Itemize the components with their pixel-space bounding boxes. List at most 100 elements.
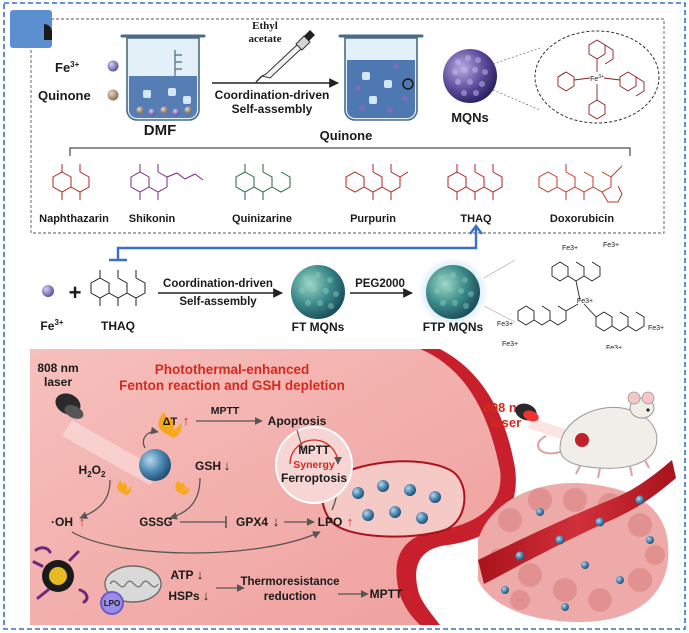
structure-doxorubicin <box>538 164 623 203</box>
vessel-wall-outer <box>396 349 516 625</box>
ftp-fe-tags: Fe3+ Fe3+ Fe3+ Fe3+ Fe3+ Fe3+ Fe3+ <box>497 242 664 352</box>
mitochondria-icon <box>104 565 162 603</box>
fe-tag: Fe3+ <box>648 325 664 332</box>
quinone-bracket <box>69 147 631 156</box>
tissue-region <box>30 349 501 625</box>
gsh-down-arrow: ↓ <box>224 458 231 473</box>
product-label: MQNs <box>451 110 489 125</box>
center-nanoparticle-icon <box>139 449 171 481</box>
laser-right-line2: laser <box>491 415 521 430</box>
laser-left-line1: 808 nm <box>37 361 78 375</box>
outer-frame <box>3 2 686 630</box>
zoom-line-2 <box>492 89 541 111</box>
h2o2-label: H2O2 <box>79 463 106 479</box>
mptt-up-label: MPTT <box>370 587 403 601</box>
quinone-name: Doxorubicin <box>550 213 614 225</box>
pipette-icon <box>255 30 315 83</box>
synergy-label: Synergy <box>293 459 335 471</box>
quinone-name: Quinizarine <box>232 213 292 225</box>
gpx4-down-arrow: ↓ <box>273 514 280 529</box>
quinone-name: Purpurin <box>350 213 396 225</box>
arrow-peg-label: PEG2000 <box>355 278 405 290</box>
apoptosis-label: Apoptosis <box>268 414 327 428</box>
zoom-ellipse <box>534 30 660 124</box>
solvent-label: DMF <box>144 122 177 139</box>
corner-badge-notch <box>44 24 52 40</box>
pipette-label-line2: acetate <box>249 33 282 45</box>
gsh-label: GSH <box>195 459 221 473</box>
arrow-oh-to-lpo <box>71 531 321 554</box>
hsps-label: HSPs <box>168 589 200 603</box>
structure-shikonin <box>130 164 204 200</box>
lpo-up-arrow: ↑ <box>347 514 354 529</box>
thermo-label-line1: Thermoresistance <box>240 576 339 588</box>
structure-thaq <box>447 164 503 200</box>
mqn-texture <box>452 55 488 96</box>
quinone-name: Shikonin <box>129 213 176 225</box>
structure-purpurin <box>345 164 409 200</box>
thaq-connector-line <box>116 228 478 260</box>
lpo-badge: LPO <box>100 591 124 615</box>
ft-mqn-label: FT MQNs <box>292 320 345 334</box>
synergy-cycle-icon <box>289 439 342 465</box>
reagent-fe: Fe3+ <box>55 60 119 75</box>
fire-icon-small-left <box>117 480 132 495</box>
quinone-name: THAQ <box>460 213 492 225</box>
arrow-label-mid-line2: Self-assembly <box>179 296 257 308</box>
mptt-up-arrow: ↑ <box>405 586 412 601</box>
fire-icon <box>158 412 182 438</box>
ft-mqn-nanoparticle-icon <box>291 265 345 319</box>
svg-text:Fe3+: Fe3+ <box>55 60 80 75</box>
gssg-label: GSSG <box>139 517 172 529</box>
fe-dot-icon <box>42 285 54 297</box>
ft-mqn-texture <box>299 272 339 309</box>
delta-t-label: ΔT <box>163 416 178 428</box>
arrow-gsh-to-gssg <box>169 477 201 520</box>
ftp-mqn-nanoparticle-icon <box>426 265 480 319</box>
arrow-apoptosis-to-synergy <box>296 429 305 451</box>
arrow-h2o2-to-oh <box>79 479 111 520</box>
mptt-label-top: MPTT <box>211 405 240 417</box>
arrow-label-mid-line1: Coordination-driven <box>163 278 273 290</box>
fe-tag: Fe3+ <box>502 341 518 348</box>
beaker-product-icon <box>338 34 424 121</box>
fe-tag: Fe3+ <box>577 298 593 305</box>
vessel-lumen <box>321 460 466 538</box>
atp-down-arrow: ↓ <box>197 567 204 582</box>
quinone-names: Naphthazarin Shikonin Quinizarine Purpur… <box>39 213 614 225</box>
zoom-line-1 <box>492 47 541 65</box>
cell-icon <box>32 546 89 604</box>
arrow-label-top-line2: Self-assembly <box>232 102 313 116</box>
oh-up-arrow: ↑ <box>79 514 86 529</box>
fe-quinone-complex-icon <box>557 39 645 120</box>
fe-tag: Fe3+ <box>606 345 622 352</box>
top-panel-border <box>30 18 665 234</box>
lpo-badge-text: LPO <box>104 599 120 608</box>
reagent-quinone: Quinone <box>38 88 119 103</box>
synergy-circle <box>275 426 353 504</box>
structure-quinizarine <box>235 164 291 200</box>
ferroptosis-label: Ferroptosis <box>281 471 347 485</box>
arrow-np-to-delta-t <box>142 426 159 449</box>
pipette-label-line1: Ethyl <box>252 20 278 32</box>
atp-label: ATP <box>170 568 193 582</box>
bottom-title-line1: Photothermal-enhanced <box>155 362 310 377</box>
arrow-label-top-line1: Coordination-driven <box>215 88 330 102</box>
bottom-title-line2: Fenton reaction and GSH depletion <box>119 378 345 393</box>
quinone-name: Naphthazarin <box>39 213 109 225</box>
plus-sign: + <box>69 280 82 305</box>
mid-fe-label: Fe3+ <box>40 318 63 333</box>
structure-thaq-mid <box>90 270 146 306</box>
fe-tag: Fe3+ <box>562 245 578 252</box>
hsps-down-arrow: ↓ <box>203 588 210 603</box>
ftp-complex-structure-icon <box>517 261 645 332</box>
svg-text:Quinone: Quinone <box>38 88 91 103</box>
fire-icon-small-right <box>175 480 190 495</box>
ftp-zoom-line <box>483 259 516 323</box>
laser-left-icon <box>55 393 160 485</box>
synergy-mptt-label: MPTT <box>298 445 329 457</box>
quinone-dot-icon <box>107 89 119 101</box>
fe-tag: Fe3+ <box>603 242 619 249</box>
corner-badge <box>10 10 52 48</box>
